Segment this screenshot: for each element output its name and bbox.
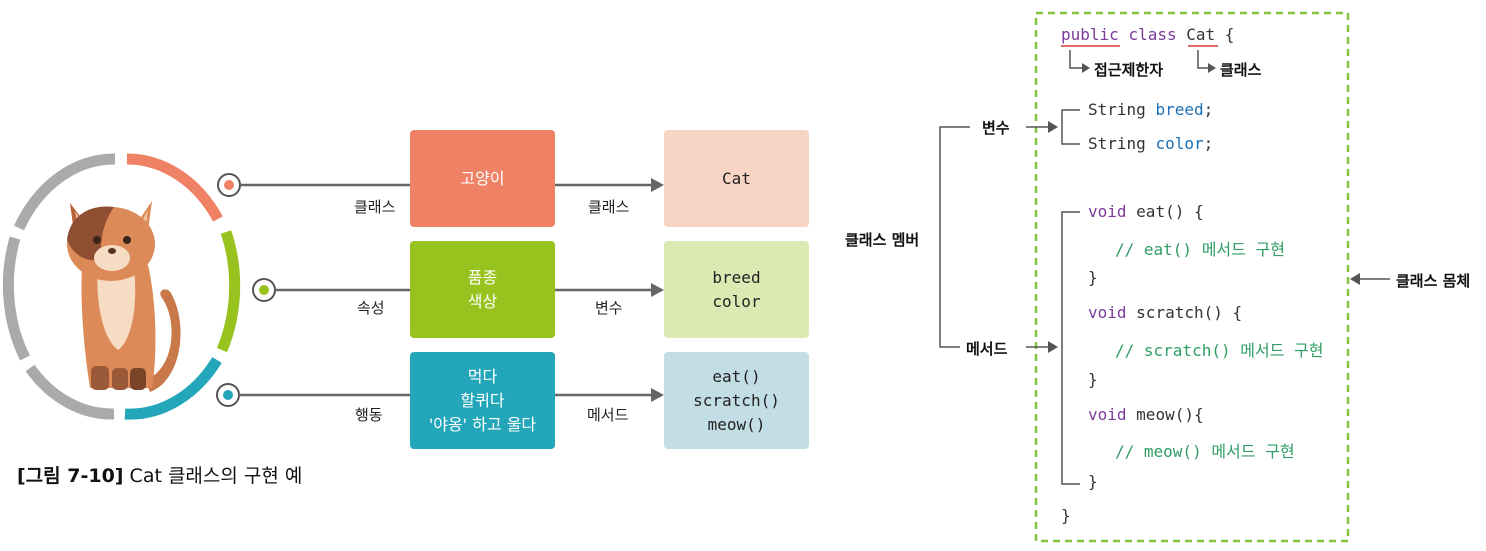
concept-box-cat: 고양이 bbox=[410, 130, 555, 227]
field-type: String bbox=[1088, 134, 1146, 153]
label-class-right: 클래스 bbox=[588, 198, 630, 216]
concept-box-behaviors: 먹다 할퀴다 '야옹' 하고 울다 bbox=[410, 352, 555, 449]
code-box-methods: eat() scratch() meow() bbox=[664, 352, 809, 449]
ring-segment-gray-left bbox=[2, 236, 30, 361]
target-circle-attribute bbox=[252, 278, 276, 302]
arrowhead-class bbox=[651, 178, 664, 192]
concept-line: 품종 bbox=[467, 267, 498, 287]
bracket-variables bbox=[1061, 109, 1080, 145]
code-close-brace: } bbox=[1088, 472, 1098, 491]
caption-text: Cat 클래스의 구현 예 bbox=[129, 465, 303, 487]
method-signature: meow(){ bbox=[1136, 405, 1204, 424]
code-line-field-color: String color; bbox=[1088, 134, 1213, 153]
code-close-brace: } bbox=[1088, 268, 1098, 287]
ring-segment-gray-top bbox=[14, 153, 116, 231]
concept-line: '야옹' 하고 울다 bbox=[428, 414, 537, 434]
concept-line: 할퀴다 bbox=[460, 390, 505, 410]
arrowhead-attribute bbox=[651, 283, 664, 297]
arrow-access-modifier bbox=[1069, 50, 1083, 69]
field-name: color bbox=[1155, 134, 1204, 153]
ring-segment-teal bbox=[124, 357, 222, 420]
code-comment-meow: // meow() 메서드 구현 bbox=[1115, 442, 1295, 461]
arrowhead-method bbox=[1048, 341, 1058, 353]
label-behavior-left: 행동 bbox=[355, 406, 383, 424]
concept-line: 고양이 bbox=[460, 168, 505, 188]
label-class-member: 클래스 멤버 bbox=[845, 231, 920, 249]
code-line: color bbox=[712, 291, 761, 311]
code-line: eat() bbox=[712, 366, 761, 386]
class-name: Cat bbox=[1186, 25, 1216, 44]
code-close-brace: } bbox=[1088, 370, 1098, 389]
code-comment-eat: // eat() 메서드 구현 bbox=[1115, 240, 1285, 259]
annotation-access-modifier: 접근제한자 bbox=[1094, 61, 1164, 79]
class-body-frame bbox=[1034, 11, 1350, 543]
keyword-void: void bbox=[1088, 202, 1127, 221]
code-box-variables: breed color bbox=[664, 241, 809, 338]
field-name: breed bbox=[1155, 100, 1204, 119]
concept-line: 색상 bbox=[467, 291, 498, 311]
concept-box-attributes: 품종 색상 bbox=[410, 241, 555, 338]
arrow-class-name bbox=[1197, 50, 1209, 69]
arrowhead-behavior bbox=[651, 388, 664, 402]
field-type: String bbox=[1088, 100, 1146, 119]
code-line: meow() bbox=[707, 414, 766, 434]
code-line-field-breed: String breed; bbox=[1088, 100, 1213, 119]
semicolon: ; bbox=[1203, 134, 1214, 153]
keyword-public: public bbox=[1061, 25, 1119, 44]
code-line: breed bbox=[712, 267, 761, 287]
code-box-class: Cat bbox=[664, 130, 809, 227]
target-circle-class bbox=[217, 173, 241, 197]
label-variable: 변수 bbox=[982, 119, 1010, 137]
code-line: scratch() bbox=[693, 390, 780, 410]
code-close-class-brace: } bbox=[1061, 506, 1071, 525]
label-attribute-left: 속성 bbox=[357, 299, 385, 317]
label-variable-right: 변수 bbox=[595, 299, 623, 317]
code-line-method-eat: void eat() { bbox=[1088, 202, 1204, 221]
bracket-class-member bbox=[939, 126, 970, 348]
open-brace: { bbox=[1224, 25, 1235, 44]
bracket-methods bbox=[1061, 211, 1080, 485]
method-signature: eat() { bbox=[1136, 202, 1204, 221]
code-line-class-decl: public class Cat { bbox=[1061, 25, 1234, 44]
label-method-right: 메서드 bbox=[587, 406, 629, 424]
method-signature: scratch() { bbox=[1136, 303, 1243, 322]
label-class-left: 클래스 bbox=[354, 198, 396, 216]
label-method: 메서드 bbox=[966, 340, 1008, 358]
code-structure-diagram bbox=[939, 11, 1390, 543]
figure-caption: [그림 7-10] Cat 클래스의 구현 예 bbox=[17, 461, 302, 488]
arrowhead-class-body bbox=[1350, 273, 1360, 285]
keyword-class: class bbox=[1128, 25, 1177, 44]
code-line-method-scratch: void scratch() { bbox=[1088, 303, 1242, 322]
arrowhead-variable bbox=[1048, 121, 1058, 133]
code-comment-scratch: // scratch() 메서드 구현 bbox=[1115, 341, 1324, 360]
ring-segment-orange bbox=[126, 153, 223, 222]
ring-segment-green bbox=[216, 230, 241, 353]
keyword-void: void bbox=[1088, 405, 1127, 424]
ring-segment-gray-bottom bbox=[25, 364, 115, 420]
keyword-void: void bbox=[1088, 303, 1127, 322]
target-circle-behavior bbox=[216, 383, 240, 407]
class-mapping-diagram bbox=[2, 153, 664, 420]
annotation-class: 클래스 bbox=[1220, 61, 1262, 79]
arrowhead-access bbox=[1082, 63, 1090, 73]
semicolon: ; bbox=[1203, 100, 1214, 119]
concept-line: 먹다 bbox=[467, 366, 498, 386]
code-line-method-meow: void meow(){ bbox=[1088, 405, 1204, 424]
cat-illustration bbox=[67, 201, 181, 392]
label-class-body: 클래스 몸체 bbox=[1396, 272, 1471, 290]
code-line: Cat bbox=[722, 168, 751, 188]
arrowhead-class bbox=[1208, 63, 1216, 73]
caption-number: [그림 7-10] bbox=[17, 465, 124, 487]
